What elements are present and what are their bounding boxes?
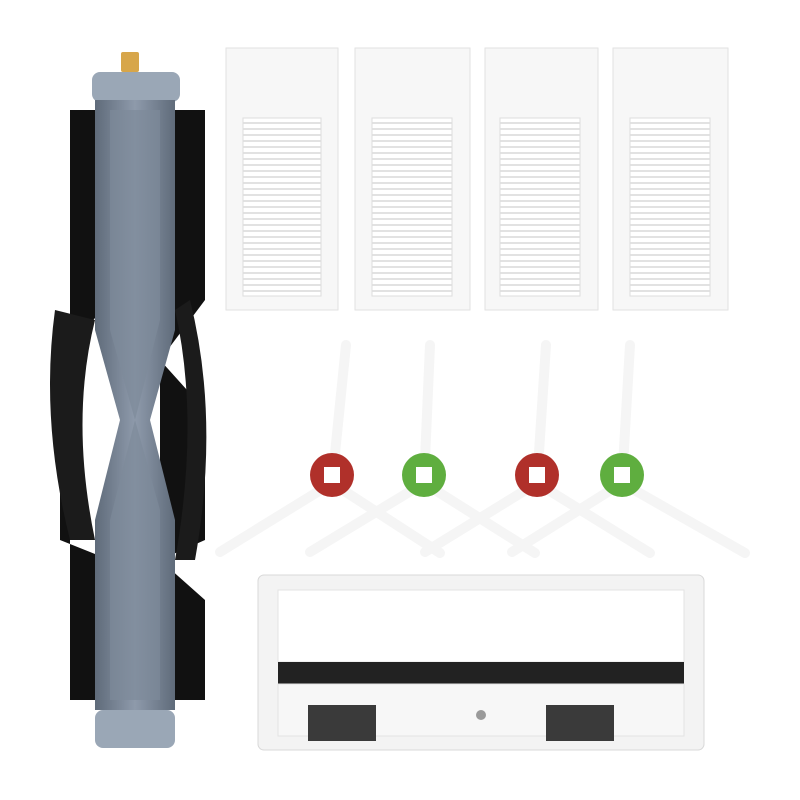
core-groove: [110, 110, 160, 700]
side-brush-green: [507, 340, 750, 558]
filter: [225, 47, 339, 311]
filter: [612, 47, 729, 311]
filters: [225, 47, 729, 311]
brush-top-cap: [92, 72, 180, 102]
main-roller-brush: [50, 52, 207, 748]
brush-bottom-cap: [95, 710, 175, 748]
clip-left: [308, 705, 376, 741]
clip-right: [546, 705, 614, 741]
brush-cover: [257, 574, 705, 751]
filter: [484, 47, 599, 311]
side-brushes: [215, 340, 750, 558]
side-brush-red: [420, 340, 655, 558]
side-brush-red: [215, 340, 445, 558]
cover-strip: [278, 662, 684, 684]
bristles: [50, 300, 207, 560]
axle-tip: [121, 52, 139, 72]
filter: [354, 47, 471, 311]
